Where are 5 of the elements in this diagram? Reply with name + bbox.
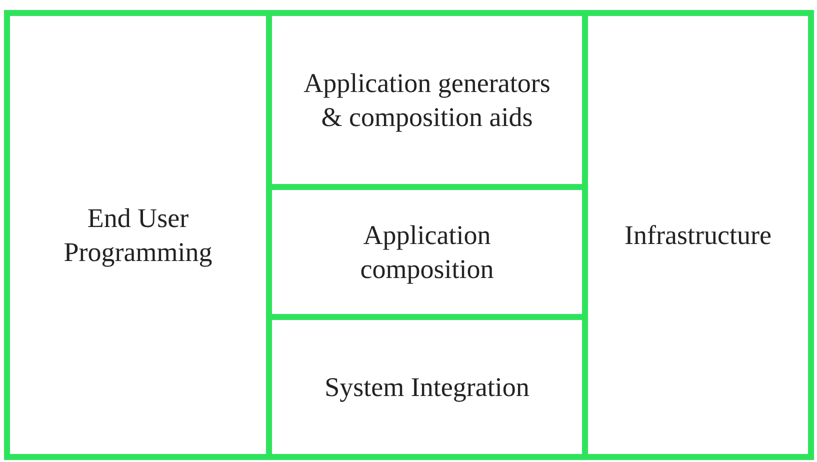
box-label: Infrastructure — [624, 219, 772, 252]
box-label: System Integration — [324, 371, 530, 404]
box-label: Application composition — [359, 219, 495, 286]
box-label: Application generators & composition aids — [302, 67, 552, 134]
box-label: End User Programming — [62, 202, 214, 269]
